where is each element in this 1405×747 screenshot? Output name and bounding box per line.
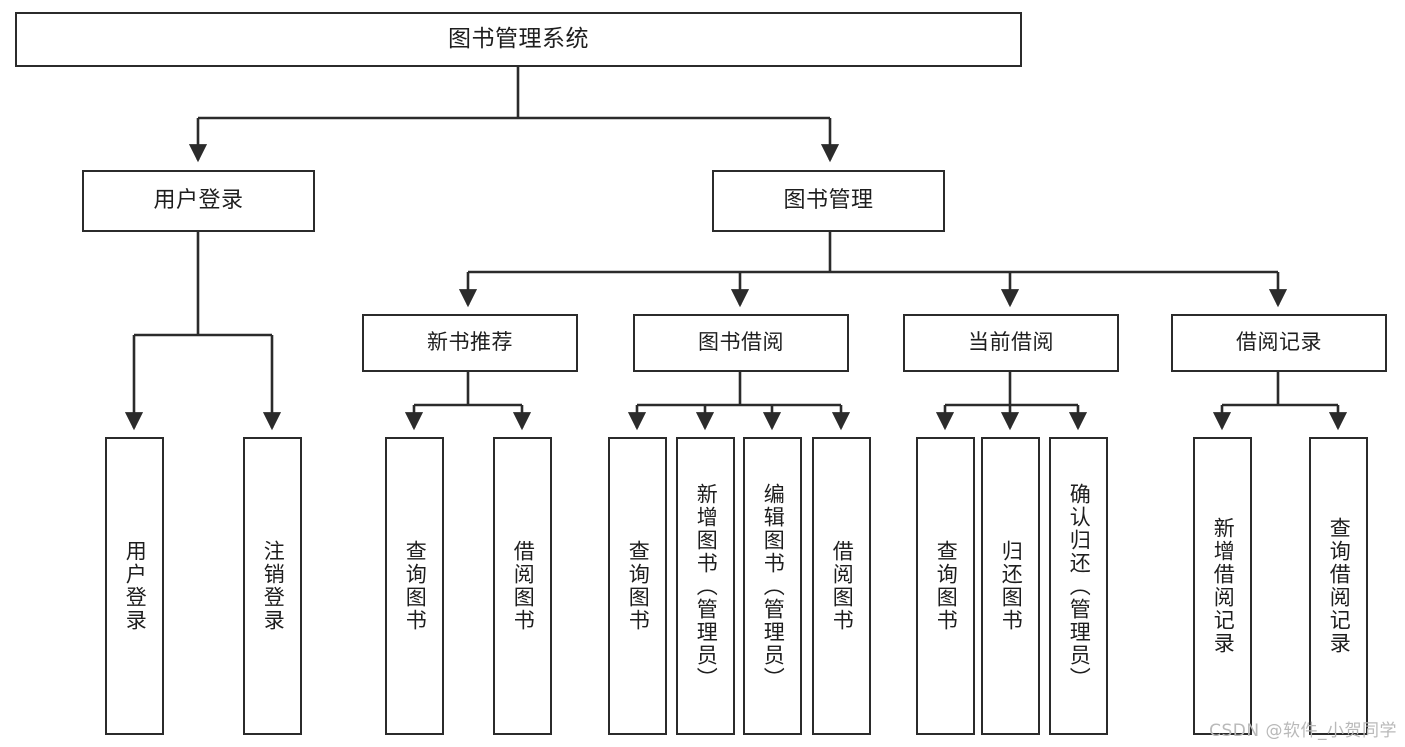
leaf-borrow-query-book[interactable]: 查询图书 — [608, 437, 667, 735]
node-label: 新增图书（管理员） — [694, 482, 719, 690]
leaf-current-query-book[interactable]: 查询图书 — [916, 437, 975, 735]
node-new-book-recommend[interactable]: 新书推荐 — [362, 314, 578, 372]
node-label: 用户登录 — [123, 540, 148, 632]
node-label: 图书管理 — [783, 187, 874, 213]
node-borrow-records[interactable]: 借阅记录 — [1171, 314, 1387, 372]
leaf-records-add-record[interactable]: 新增借阅记录 — [1193, 437, 1252, 735]
node-label: 查询图书 — [403, 540, 428, 632]
node-label: 新增借阅记录 — [1211, 517, 1236, 655]
leaf-current-confirm-return-admin[interactable]: 确认归还（管理员） — [1049, 437, 1108, 735]
leaf-borrow-add-book-admin[interactable]: 新增图书（管理员） — [676, 437, 735, 735]
leaf-newbook-query-book[interactable]: 查询图书 — [385, 437, 444, 735]
node-label: 查询图书 — [626, 540, 651, 632]
node-user-login[interactable]: 用户登录 — [82, 170, 315, 232]
node-label: 查询图书 — [934, 540, 959, 632]
node-label: 图书借阅 — [698, 330, 784, 355]
node-book-management[interactable]: 图书管理 — [712, 170, 945, 232]
leaf-records-query-record[interactable]: 查询借阅记录 — [1309, 437, 1368, 735]
node-label: 借阅记录 — [1236, 330, 1322, 355]
node-label: 借阅图书 — [830, 540, 855, 632]
node-label: 当前借阅 — [968, 330, 1054, 355]
leaf-borrow-borrow-book[interactable]: 借阅图书 — [812, 437, 871, 735]
leaf-newbook-borrow-book[interactable]: 借阅图书 — [493, 437, 552, 735]
leaf-user-login[interactable]: 用户登录 — [105, 437, 164, 735]
node-book-borrow[interactable]: 图书借阅 — [633, 314, 849, 372]
node-label: 注销登录 — [261, 540, 286, 632]
leaf-borrow-edit-book-admin[interactable]: 编辑图书（管理员） — [743, 437, 802, 735]
leaf-user-logout[interactable]: 注销登录 — [243, 437, 302, 735]
node-label: 查询借阅记录 — [1327, 517, 1352, 655]
node-label: 归还图书 — [999, 540, 1024, 632]
node-label: 图书管理系统 — [448, 26, 589, 53]
node-label: 借阅图书 — [511, 540, 536, 632]
node-label: 新书推荐 — [427, 330, 513, 355]
leaf-current-return-book[interactable]: 归还图书 — [981, 437, 1040, 735]
node-label: 确认归还（管理员） — [1067, 482, 1092, 690]
node-current-borrow[interactable]: 当前借阅 — [903, 314, 1119, 372]
node-root-system[interactable]: 图书管理系统 — [15, 12, 1022, 67]
node-label: 编辑图书（管理员） — [761, 482, 786, 690]
node-label: 用户登录 — [153, 187, 244, 213]
csdn-watermark: CSDN @软件_小贺同学 — [1209, 721, 1397, 741]
